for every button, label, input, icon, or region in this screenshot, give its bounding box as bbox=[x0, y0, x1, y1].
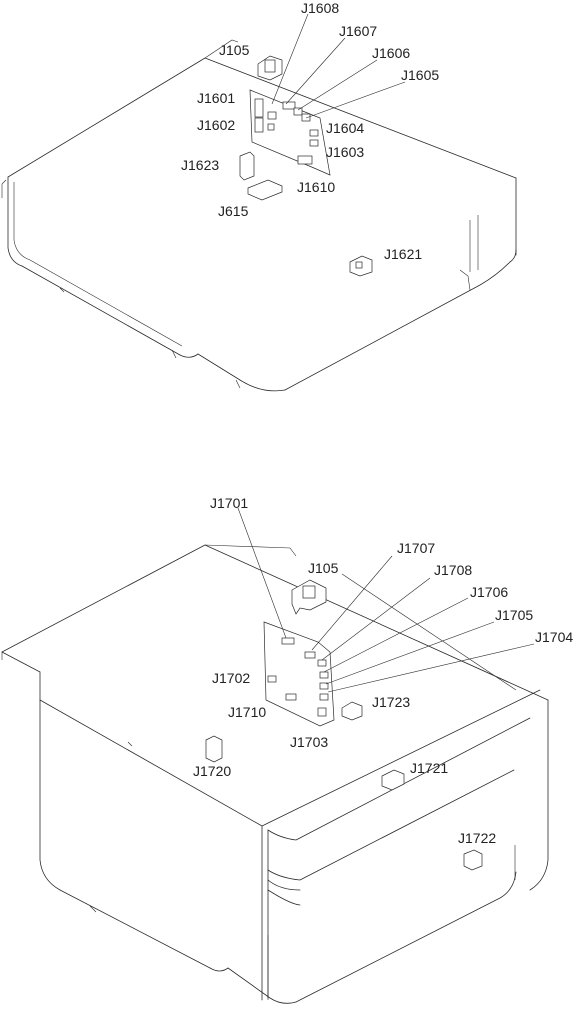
label-j1704: J1704 bbox=[535, 629, 573, 645]
label-j1722: J1722 bbox=[458, 830, 496, 846]
j1723-connector-part bbox=[341, 701, 363, 721]
label-j1701: J1701 bbox=[210, 495, 248, 511]
label-j1723: J1723 bbox=[372, 694, 410, 710]
bottom-unit-labels: J1701 J1707 J105 J1708 J1706 J1705 J1704… bbox=[193, 495, 573, 846]
label-j105-bottom: J105 bbox=[308, 560, 339, 576]
top-unit-formatter-board bbox=[249, 89, 331, 176]
label-j1601: J1601 bbox=[197, 90, 235, 106]
label-j1604: J1604 bbox=[326, 120, 364, 136]
j1722-connector-part bbox=[463, 849, 483, 871]
label-j1710: J1710 bbox=[228, 704, 266, 720]
label-j1610: J1610 bbox=[297, 179, 335, 195]
j1721-connector-part bbox=[381, 769, 405, 791]
bottom-unit-formatter-board bbox=[263, 621, 335, 727]
label-j1720: J1720 bbox=[193, 763, 231, 779]
bottom-leader-lines bbox=[237, 507, 535, 693]
label-j1702: J1702 bbox=[212, 670, 250, 686]
j1623-connector-part bbox=[239, 151, 255, 181]
label-j1605: J1605 bbox=[401, 67, 439, 83]
bottom-unit-housing bbox=[1, 544, 549, 1004]
top-leader-lines bbox=[271, 13, 406, 119]
label-j615: J615 bbox=[218, 203, 249, 219]
label-j1606: J1606 bbox=[372, 45, 410, 61]
label-j1607: J1607 bbox=[339, 23, 377, 39]
label-j1707: J1707 bbox=[397, 540, 435, 556]
label-j1703: J1703 bbox=[290, 734, 328, 750]
label-j1623: J1623 bbox=[181, 157, 219, 173]
label-j1706: J1706 bbox=[470, 584, 508, 600]
label-j105-top: J105 bbox=[219, 42, 250, 58]
label-j1602: J1602 bbox=[197, 117, 235, 133]
label-j1721: J1721 bbox=[410, 760, 448, 776]
label-j1708: J1708 bbox=[434, 562, 472, 578]
label-j1705: J1705 bbox=[495, 607, 533, 623]
j615-connector-part bbox=[247, 179, 283, 201]
label-j1603: J1603 bbox=[326, 144, 364, 160]
j105-top-connector-part bbox=[257, 55, 283, 81]
label-j1621: J1621 bbox=[384, 246, 422, 262]
top-unit-labels: J1608 J105 J1607 J1606 J1605 J1601 J1602… bbox=[181, 0, 439, 262]
j1720-connector-part bbox=[205, 735, 223, 763]
j1621-connector-part bbox=[349, 255, 373, 277]
j105-bottom-connector-part bbox=[291, 579, 327, 615]
label-j1608: J1608 bbox=[301, 0, 339, 16]
top-unit-housing bbox=[1, 39, 517, 392]
